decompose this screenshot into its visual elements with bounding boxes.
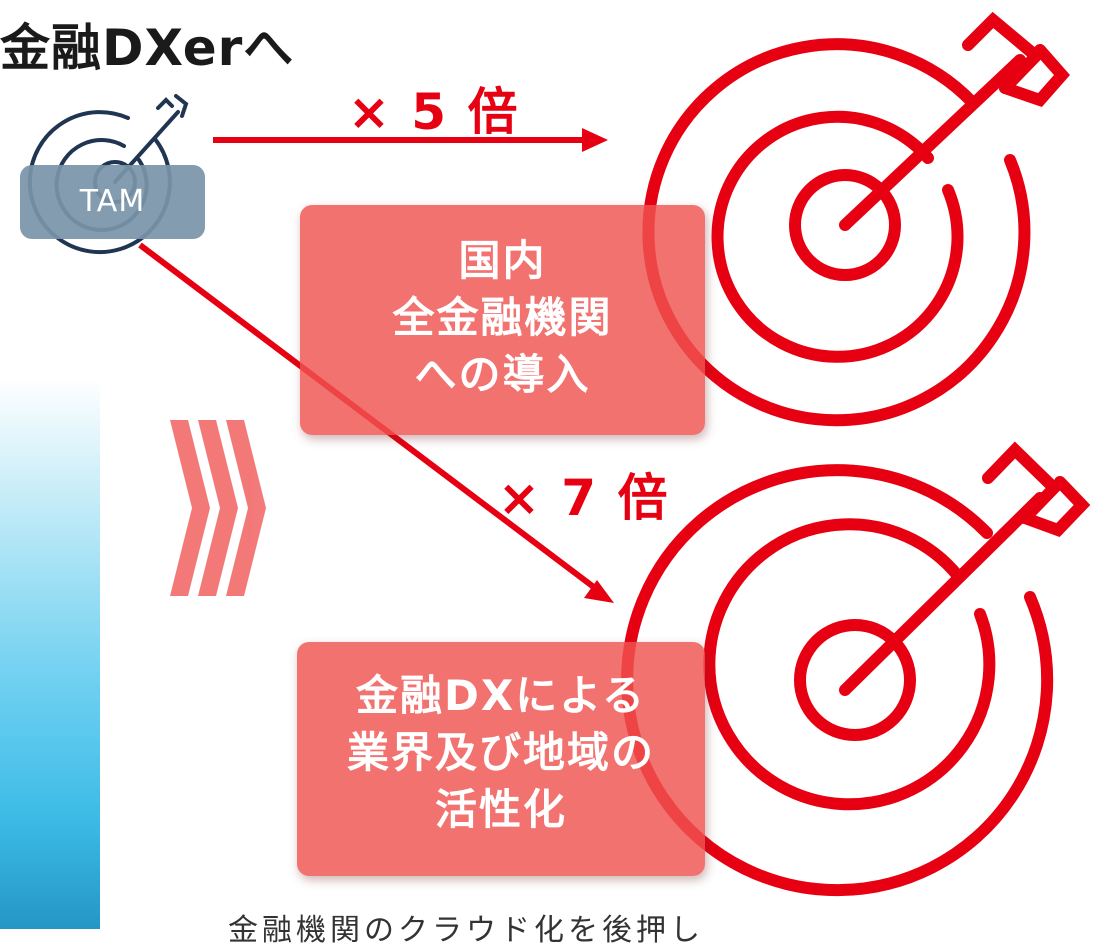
goal-line: 全金融機関	[392, 293, 613, 342]
goal-box-regional-text: 金融DXによる 業界及び地域の 活性化	[297, 667, 705, 838]
goal-line: 金融DXによる	[356, 671, 646, 720]
chevron-right-icon	[170, 420, 266, 596]
side-gradient-bar	[0, 378, 100, 929]
goal-line: 業界及び地域の	[346, 728, 655, 777]
goal-line: 活性化	[434, 785, 567, 834]
arrow-x5	[213, 128, 608, 152]
goal-box-domestic-text: 国内 全金融機関 への導入	[300, 232, 705, 403]
goal-line: への導入	[414, 350, 591, 399]
target-arrow-icon	[642, 11, 1070, 427]
page-title: 金融DXerへ	[0, 19, 295, 77]
tam-badge	[20, 165, 205, 239]
goal-box-domestic	[300, 205, 705, 435]
goal-box-regional	[297, 642, 705, 876]
footer-note: 金融機関のクラウド化を後押し	[228, 913, 704, 948]
goal-line: 国内	[458, 236, 547, 285]
multiplier-label: × 7 倍	[498, 469, 670, 527]
tam-label: TAM	[79, 184, 146, 219]
multiplier-label: × 5 倍	[348, 83, 520, 141]
